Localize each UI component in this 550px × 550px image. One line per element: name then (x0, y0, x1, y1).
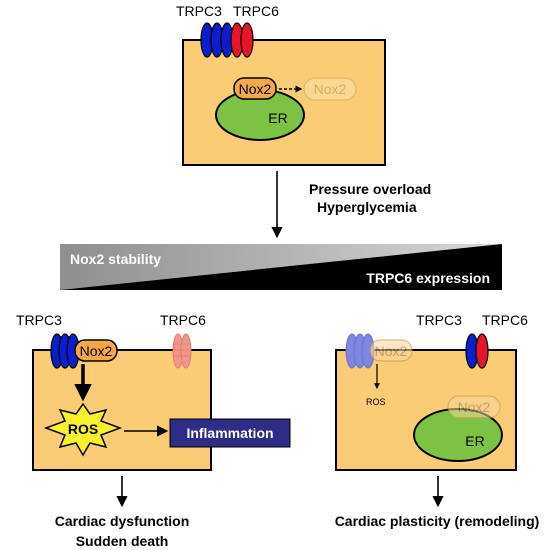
left-trpc6-channel-faded (172, 333, 192, 369)
left-trpc6-label: TRPC6 (160, 312, 206, 328)
top-nox2-label: Nox2 (239, 81, 272, 97)
right-trpc3-label: TRPC3 (416, 312, 462, 328)
top-nox2-faded: Nox2 (303, 77, 357, 101)
top-trpc6-channel (230, 22, 254, 58)
stimulus-line1: Pressure overload (309, 181, 431, 197)
right-ros-label: ROS (366, 397, 386, 407)
top-nox2-box (233, 77, 277, 100)
ros-label: ROS (68, 421, 98, 437)
svg-text:Nox2: Nox2 (375, 343, 408, 359)
left-nox2-box (74, 339, 118, 362)
left-outcome-line2: Sudden death (76, 533, 169, 549)
right-er-label: ER (465, 433, 484, 449)
nox2-stability-label: Nox2 stability (70, 251, 161, 267)
top-trpc3-label: TRPC3 (176, 3, 222, 19)
ros-starburst (43, 402, 123, 457)
right-outcome-line1: Cardiac plasticity (remodeling) (335, 513, 540, 529)
top-cell: TRPC3 TRPC6 ER Nox2 Nox2 (176, 3, 386, 166)
left-trpc3-label: TRPC3 (16, 312, 62, 328)
left-cell: TRPC3 Nox2 TRPC6 ROS Inflammation Cardia… (16, 312, 291, 549)
right-trpc6-label: TRPC6 (482, 312, 528, 328)
inflammation-box (169, 418, 291, 448)
left-outcome-line1: Cardiac dysfunction (55, 513, 190, 529)
top-trpc6-label: TRPC6 (233, 3, 279, 19)
top-er-label: ER (268, 110, 287, 126)
right-cell: Nox2 TRPC3 TRPC6 ROS ER Nox2 Cardiac pla… (335, 312, 540, 529)
trpc6-expression-label: TRPC6 expression (366, 270, 490, 286)
top-trpc3-channel (200, 22, 234, 58)
left-nox2-label: Nox2 (80, 343, 113, 359)
stimulus-line2: Hyperglycemia (317, 199, 417, 215)
gradient-bar: Nox2 stability TRPC6 expression (60, 244, 502, 290)
right-nox2-faded: Nox2 (369, 339, 413, 362)
inflammation-label: Inflammation (186, 425, 273, 441)
svg-text:Nox2: Nox2 (458, 399, 491, 415)
trpc6-expression-wedge (60, 244, 502, 290)
right-trpc6-channel (475, 333, 489, 369)
right-nox2-er-faded: Nox2 (447, 395, 501, 419)
svg-text:Nox2: Nox2 (314, 81, 347, 97)
right-trpc3-channel-faded (345, 333, 375, 369)
